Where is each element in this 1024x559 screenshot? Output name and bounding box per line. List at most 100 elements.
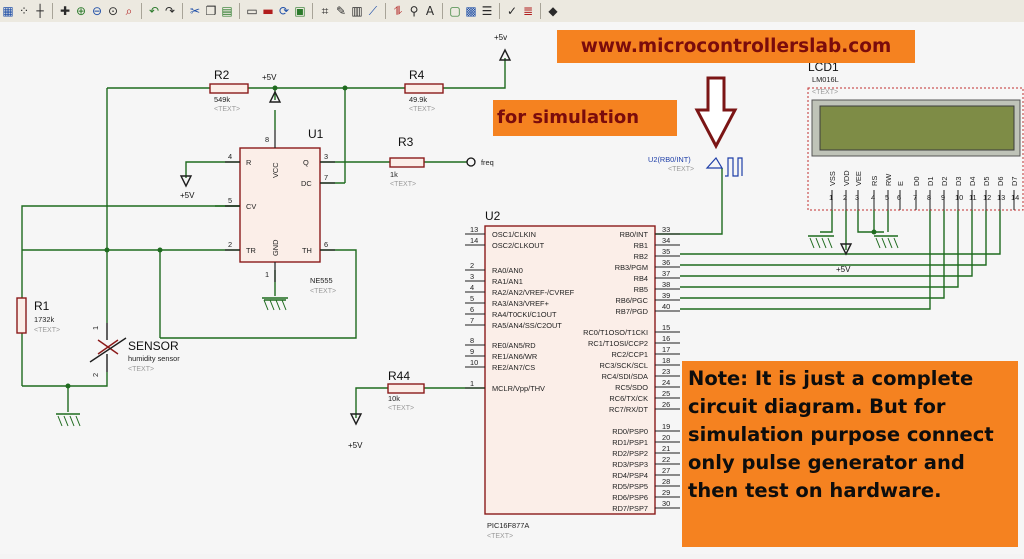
lcd-pin-name: D7 — [1010, 177, 1019, 186]
lcd-screen — [819, 105, 1015, 151]
u2-pin-number: 28 — [662, 477, 670, 486]
note-banner: Note: It is just a complete circuit diag… — [682, 361, 1018, 547]
erc-icon[interactable]: ✓ — [506, 4, 518, 18]
schematic-svg: 13OSC1/CLKIN14OSC2/CLKOUT2RA0/AN03RA1/AN… — [16, 33, 1024, 540]
make-device-icon[interactable]: ✎ — [335, 4, 347, 18]
website-banner[interactable]: www.microcontrollerslab.com — [557, 30, 915, 63]
u2-pin-number: 3 — [470, 272, 474, 281]
u2-pin-name: RD3/PSP3 — [612, 460, 648, 469]
dots-icon[interactable]: ⁘ — [18, 4, 30, 18]
lcd-pin-name: RS — [870, 176, 879, 186]
paste-icon[interactable]: ▤ — [221, 4, 233, 18]
u2-pin-name: OSC1/CLKIN — [492, 230, 536, 239]
lcd-pin-number: 8 — [927, 193, 931, 202]
zoom-out-icon[interactable]: ⊖ — [91, 4, 103, 18]
u1-text: <TEXT> — [310, 288, 336, 295]
wire-autorouter-icon[interactable]: ⥮ — [393, 4, 403, 18]
lcd-pin-number: 14 — [1011, 193, 1019, 202]
plus-cross-icon[interactable]: ✚ — [59, 4, 71, 18]
search-tag-icon[interactable]: ⚲ — [409, 4, 419, 18]
lcd-pin-name: D2 — [940, 177, 949, 186]
u1-pin-cv: CV — [246, 202, 256, 211]
u2-pin-name: RB3/PGM — [615, 263, 648, 272]
r44-value: 10k — [388, 394, 400, 403]
package-icon[interactable]: ▥ — [351, 4, 363, 18]
toolbar-separator — [52, 3, 53, 19]
u2-pin-number: 34 — [662, 236, 670, 245]
property-assign-icon[interactable]: A — [425, 4, 435, 18]
u1-pin-r: R — [246, 158, 251, 167]
origin-icon[interactable]: ┼ — [36, 4, 44, 18]
u2-part: PIC16F877A — [487, 521, 529, 530]
new-sheet-icon[interactable]: ▢ — [449, 4, 461, 18]
toolbar: ▦ ⁘ ┼ ✚ ⊕ ⊖ ⊙ ⌕ ↶ ↷ ✂ ❐ ▤ ▭ ▬ ⟳ ▣ ⌗ ✎ ▥ ⟋ ⥮ ⚲ A ▢ ▩ ☰ ✓ ≣ ◆ — [0, 0, 1024, 23]
lcd-pin-name: VEE — [854, 171, 863, 186]
u2-pin-number: 5 — [470, 294, 474, 303]
copy-icon[interactable]: ❐ — [205, 4, 217, 18]
grid-icon[interactable]: ▦ — [2, 4, 14, 18]
zoom-all-icon[interactable]: ⊙ — [107, 4, 119, 18]
lcd-pin-number: 10 — [955, 193, 963, 202]
u2-pin-number: 37 — [662, 269, 670, 278]
ares-icon[interactable]: ◆ — [548, 4, 558, 18]
u1-pinnum-th: 6 — [324, 240, 328, 249]
bom-icon[interactable]: ☰ — [481, 4, 493, 18]
decompose-icon[interactable]: ⟋ — [368, 4, 378, 18]
r2-text: <TEXT> — [214, 106, 240, 113]
block-copy-icon[interactable]: ▭ — [246, 4, 258, 18]
u1-body — [239, 147, 321, 263]
u2-pin-number: 26 — [662, 400, 670, 409]
u2-pin-name: RE1/AN6/WR — [492, 352, 537, 361]
u2-pin-name: RB5 — [634, 285, 648, 294]
r44-ref: R44 — [388, 369, 410, 383]
u2-pin-number: 25 — [662, 389, 670, 398]
remove-sheet-icon[interactable]: ▩ — [465, 4, 477, 18]
u2-pin-name: RA4/T0CKI/C1OUT — [492, 310, 557, 319]
u2-ref: U2 — [485, 209, 501, 223]
lcd-pin-name: D4 — [968, 177, 977, 186]
block-rotate-icon[interactable]: ⟳ — [278, 4, 290, 18]
pulse-label: U2(RB0/INT) — [648, 155, 691, 164]
junctions — [65, 85, 877, 389]
lcd-pin-name: D0 — [912, 177, 921, 186]
u2-pin-name: RD2/PSP2 — [612, 449, 648, 458]
block-delete-icon[interactable]: ▣ — [294, 4, 306, 18]
u1-pins — [225, 130, 335, 282]
u2-pin-number: 10 — [470, 358, 478, 367]
block-move-icon[interactable]: ▬ — [262, 4, 274, 18]
u1-pin-th: TH — [302, 246, 312, 255]
zoom-area-icon[interactable]: ⌕ — [125, 4, 133, 18]
r3-text: <TEXT> — [390, 181, 416, 188]
pick-device-icon[interactable]: ⌗ — [321, 4, 329, 18]
redo-icon[interactable]: ↷ — [164, 4, 176, 18]
u1-pin-tr: TR — [246, 246, 256, 255]
u2-pin-name: OSC2/CLKOUT — [492, 241, 545, 250]
toolbar-separator — [385, 3, 386, 19]
lcd-pin-name: E — [896, 181, 905, 186]
lcd-pin-name: D3 — [954, 177, 963, 186]
u2-pin-number: 20 — [662, 433, 670, 442]
lcd-pin-number: 7 — [913, 193, 917, 202]
u2-pin-number: 22 — [662, 455, 670, 464]
r2-value: 549k — [214, 95, 230, 104]
u2-pin-name: RD5/PSP5 — [612, 482, 648, 491]
u2-pin-number: 1 — [470, 379, 474, 388]
u2-pin-number: 19 — [662, 422, 670, 431]
r4-text: <TEXT> — [409, 106, 435, 113]
cut-icon[interactable]: ✂ — [189, 4, 201, 18]
undo-icon[interactable]: ↶ — [148, 4, 160, 18]
u1-pin-q: Q — [303, 158, 309, 167]
zoom-in-icon[interactable]: ⊕ — [75, 4, 87, 18]
lcd-pin-number: 2 — [843, 193, 847, 202]
u1-pinnum-gnd: 1 — [265, 270, 269, 279]
u2-pin-number: 7 — [470, 316, 474, 325]
netlist-icon[interactable]: ≣ — [522, 4, 534, 18]
u2-pin-name: RC2/CCP1 — [611, 350, 648, 359]
u2-pin-number: 23 — [662, 367, 670, 376]
toolbar-separator — [141, 3, 142, 19]
u2-pin-name: RA3/AN3/VREF+ — [492, 299, 549, 308]
r44-text: <TEXT> — [388, 405, 414, 412]
u2-pin-name: RD6/PSP6 — [612, 493, 648, 502]
u2-body — [484, 225, 656, 515]
lcd-pin-number: 6 — [897, 193, 901, 202]
